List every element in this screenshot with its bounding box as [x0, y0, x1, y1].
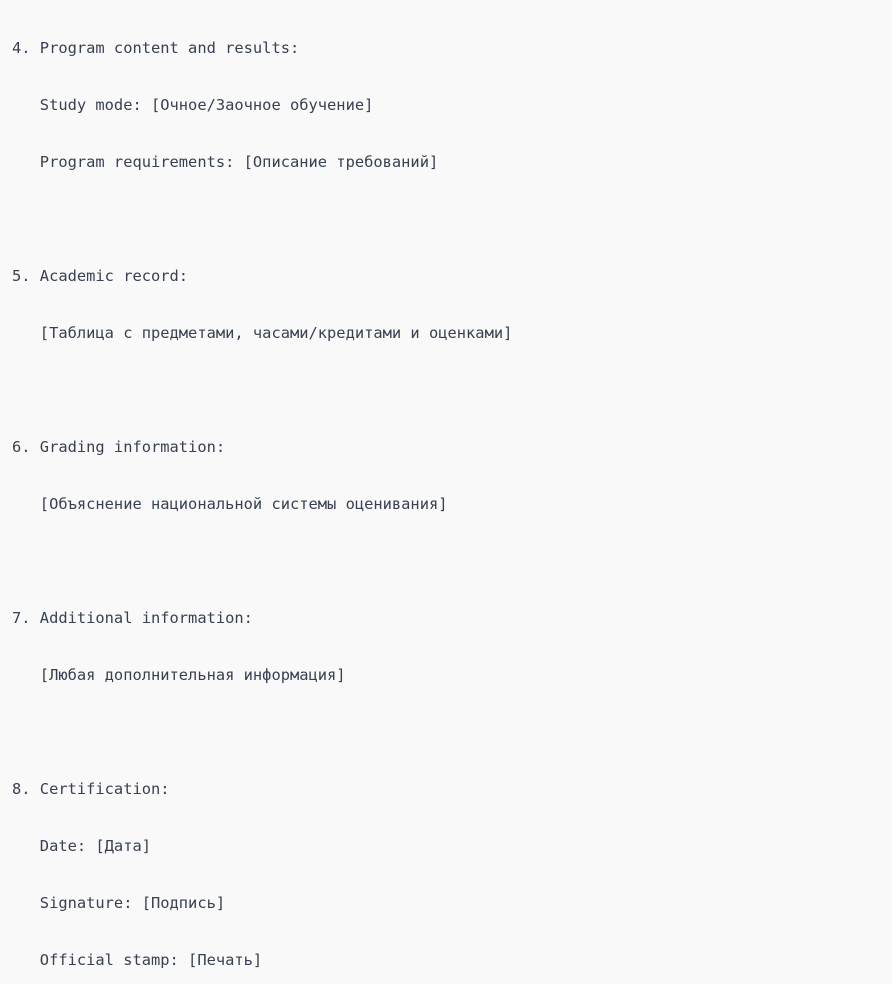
section-heading: 5. Academic record:: [12, 266, 189, 285]
blank-line: [12, 547, 512, 576]
blank-line: [12, 205, 512, 234]
code-line: [Таблица с предметами, часами/кредитами …: [12, 323, 513, 342]
code-line: Study mode: [Очное/Заочное обучение]: [12, 95, 374, 114]
code-block: 4. Program content and results: Study mo…: [12, 5, 512, 984]
code-line: Signature: [Подпись]: [12, 893, 226, 912]
section-heading: 7. Additional information:: [12, 608, 253, 627]
code-line: Official stamp: [Печать]: [12, 950, 263, 969]
code-line: Program requirements: [Описание требован…: [12, 152, 439, 171]
blank-line: [12, 376, 512, 405]
section-heading: 6. Grading information:: [12, 437, 226, 456]
section-heading: 8. Certification:: [12, 779, 170, 798]
code-line: [Объяснение национальной системы оценива…: [12, 494, 448, 513]
blank-line: [12, 718, 512, 747]
code-line: [Любая дополнительная информация]: [12, 665, 346, 684]
section-heading: 4. Program content and results:: [12, 38, 300, 57]
code-line: Date: [Дата]: [12, 836, 151, 855]
